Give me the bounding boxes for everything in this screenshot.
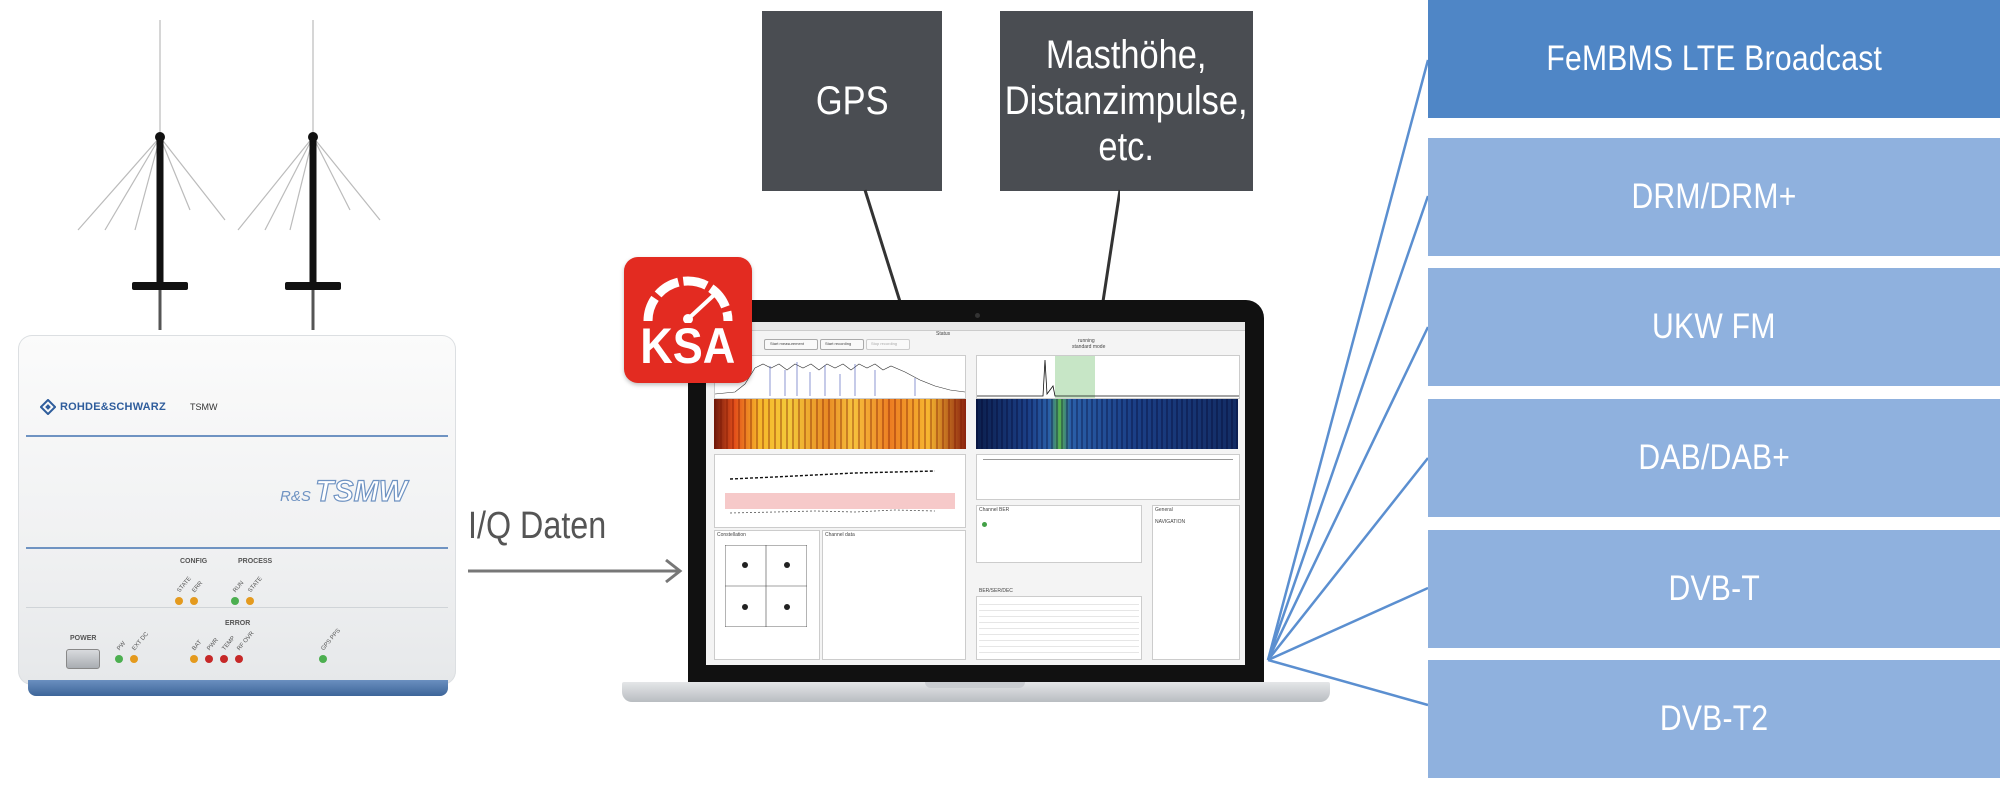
service-dvb-t2: DVB-T2 [1428, 660, 2000, 778]
gps-box: GPS [762, 11, 942, 191]
led-err [190, 597, 198, 605]
ber-table-panel: BER/SER/DEC [976, 588, 1142, 660]
device-base [28, 680, 448, 696]
ksa-software-screen: Status Start measurement Start recording… [706, 322, 1245, 665]
led-run [231, 597, 239, 605]
brand-name: ROHDE&SCHWARZ [60, 401, 166, 413]
divider-mid [26, 547, 448, 549]
group-process: PROCESS [238, 558, 273, 565]
level-panel [714, 454, 966, 528]
antenna-right [237, 20, 381, 231]
tsmw-device: ROHDE&SCHWARZ TSMW R&S TSMW CONFIG PROCE… [18, 335, 456, 700]
led-state [175, 597, 183, 605]
divider-top [26, 435, 448, 437]
antenna-left [77, 20, 226, 231]
input-connectors [863, 189, 1120, 309]
led-state-2 [246, 597, 254, 605]
led-rf-ovr [235, 655, 243, 663]
stop-recording-button[interactable]: Stop recording [866, 339, 910, 350]
start-measurement-button[interactable]: Start measurement [764, 339, 818, 350]
antennas [77, 20, 381, 330]
iq-arrow [468, 558, 683, 584]
spectrum-trace [714, 362, 966, 396]
spectrogram-right [976, 399, 1238, 449]
group-error: ERROR [225, 620, 251, 627]
led-ext-dc [130, 655, 138, 663]
brand-logo: ROHDE&SCHWARZ [40, 399, 166, 415]
power-button[interactable] [66, 649, 100, 669]
channel-ber-panel: Channel BER [976, 505, 1142, 563]
service-fembms: FeMBMS LTE Broadcast [1428, 0, 2000, 118]
iq-label: I/Q Daten [468, 505, 607, 547]
impulse-response-panel [976, 355, 1240, 399]
service-dab: DAB/DAB+ [1428, 399, 2000, 517]
led-pwr [205, 655, 213, 663]
camera-dot [975, 313, 980, 318]
extra-inputs-box: Masthöhe, Distanzimpulse, etc. [1000, 11, 1253, 191]
led-bat [190, 655, 198, 663]
laptop-base [622, 682, 1330, 702]
general-panel: General NAVIGATION [1152, 505, 1240, 660]
channel-table [976, 454, 1240, 500]
group-power: POWER [70, 635, 97, 642]
led-temp [220, 655, 228, 663]
rs-diamond-icon [40, 399, 56, 415]
service-connectors [1266, 59, 1430, 707]
product-logo: R&S TSMW [280, 474, 408, 508]
ksa-logo: KSA [624, 257, 752, 383]
spectrum-panel [714, 355, 966, 399]
led-gps-pps [319, 655, 327, 663]
start-recording-button[interactable]: Start recording [820, 339, 864, 350]
spectrogram-left [714, 399, 966, 449]
service-ukw-fm: UKW FM [1428, 268, 2000, 386]
service-dvb-t: DVB-T [1428, 530, 2000, 648]
model-label: TSMW [190, 402, 218, 412]
led-pw [115, 655, 123, 663]
gauge-icon [643, 276, 733, 323]
service-drm: DRM/DRM+ [1428, 138, 2000, 256]
group-config: CONFIG [180, 558, 208, 565]
channel-data-panel: Channel data [822, 530, 966, 660]
constellation-panel: Constellation [714, 530, 820, 660]
